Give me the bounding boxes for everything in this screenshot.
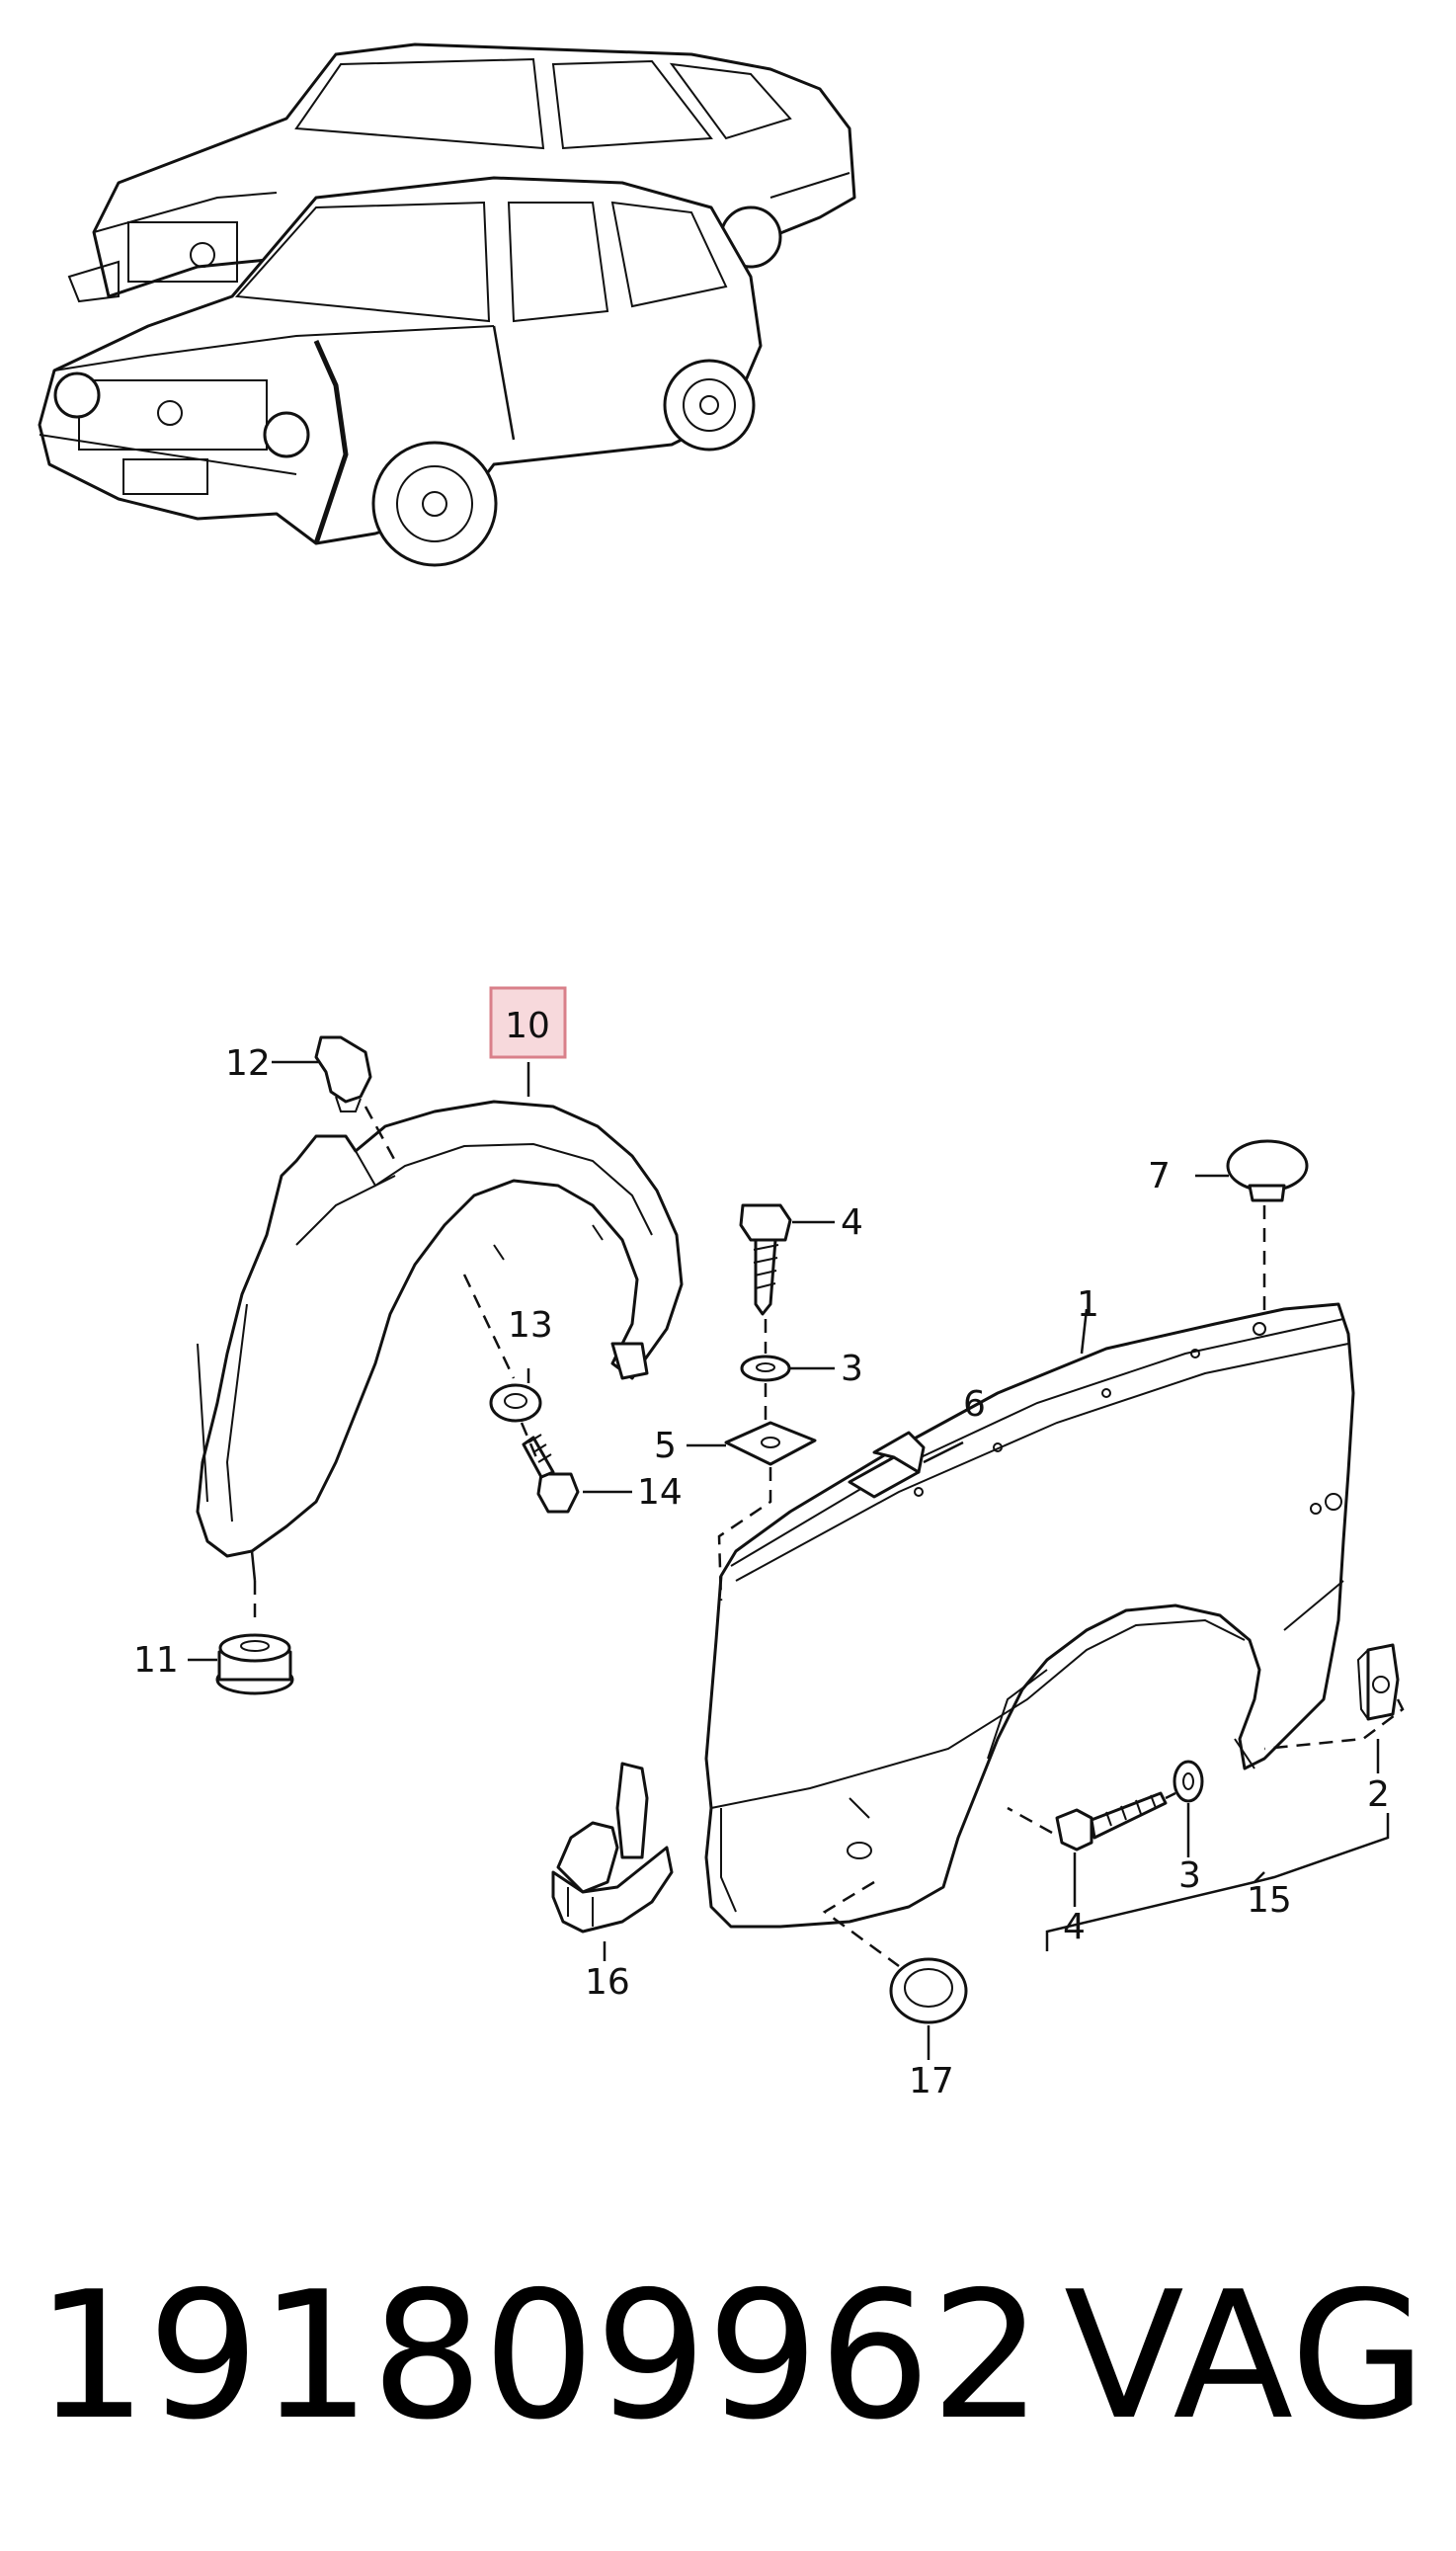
clip-12	[314, 1035, 372, 1112]
callout-7: 7	[1148, 1156, 1171, 1196]
bracket-16	[551, 1762, 674, 1934]
cap-7	[1226, 1139, 1309, 1202]
tape-6	[848, 1431, 926, 1499]
callout-3-top: 3	[841, 1349, 863, 1389]
callout-10-highlight	[489, 986, 567, 1059]
leader-lines	[188, 1060, 1405, 2060]
callout-2: 2	[1367, 1774, 1390, 1815]
brand-label: VAG	[1064, 2254, 1426, 2458]
plate-5	[724, 1421, 817, 1466]
callout-4-top: 4	[841, 1202, 863, 1243]
callout-3-bottom: 3	[1178, 1855, 1201, 1896]
wheel-housing-liner	[196, 1100, 684, 1582]
callout-15: 15	[1247, 1880, 1292, 1921]
callout-11: 11	[133, 1640, 179, 1681]
part-number: 191809962	[36, 2254, 1043, 2458]
washer-3-top	[740, 1355, 791, 1382]
washer-3-bottom	[1173, 1760, 1204, 1803]
callout-17: 17	[909, 2061, 954, 2101]
hatchback-illustration	[38, 176, 763, 567]
callouts: 10 12 13 14 11 4 3 5 6 1 7 2 3 4 15 16 1…	[133, 986, 1390, 2101]
front-fender	[704, 1302, 1355, 1929]
bolt-4-top	[739, 1203, 792, 1316]
plug-17	[889, 1957, 968, 2024]
car-illustration	[38, 42, 856, 567]
callout-13: 13	[508, 1305, 553, 1346]
callout-12: 12	[225, 1043, 271, 1084]
bolt-4-bottom	[1055, 1791, 1168, 1852]
callout-4-bottom: 4	[1063, 1907, 1086, 1947]
callout-10: 10	[505, 1006, 550, 1046]
washer-13	[489, 1383, 542, 1423]
callout-14: 14	[637, 1472, 683, 1513]
grommet-11	[215, 1633, 294, 1695]
callout-5: 5	[654, 1426, 677, 1466]
clip-nut-2	[1356, 1643, 1400, 1721]
callout-6: 6	[963, 1384, 986, 1425]
callout-1: 1	[1077, 1284, 1099, 1325]
callout-16: 16	[585, 1962, 630, 2003]
